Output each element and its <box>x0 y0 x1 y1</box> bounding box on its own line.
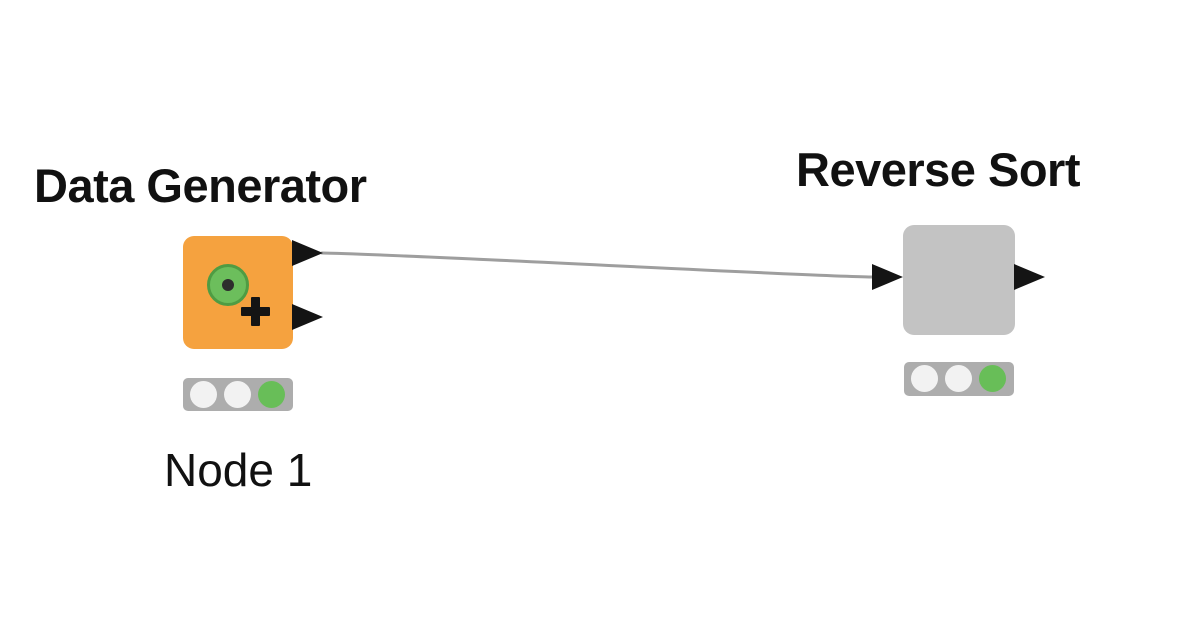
node-title-data-generator: Data Generator <box>34 159 367 212</box>
node-label[interactable]: Node 1 <box>164 444 313 496</box>
traffic-light-red <box>911 365 938 392</box>
data-generator-icon-dot <box>222 279 234 291</box>
output-port-1-data-generator[interactable] <box>292 240 323 266</box>
node-data-generator[interactable] <box>183 236 293 349</box>
traffic-light-red <box>190 381 217 408</box>
traffic-light-green <box>979 365 1006 392</box>
input-port-reverse-sort[interactable] <box>872 264 903 290</box>
node-title-reverse-sort: Reverse Sort <box>796 143 1081 196</box>
data-generator-icon <box>207 264 249 306</box>
traffic-light-green <box>258 381 285 408</box>
connection-edge[interactable] <box>320 251 874 279</box>
node-reverse-sort[interactable] <box>903 225 1015 335</box>
traffic-light-yellow <box>945 365 972 392</box>
traffic-light-yellow <box>224 381 251 408</box>
output-port-2-data-generator[interactable] <box>292 304 323 330</box>
traffic-light-data-generator <box>183 378 293 411</box>
plus-icon <box>251 297 260 326</box>
output-port-reverse-sort[interactable] <box>1014 264 1045 290</box>
traffic-light-reverse-sort <box>904 362 1014 396</box>
